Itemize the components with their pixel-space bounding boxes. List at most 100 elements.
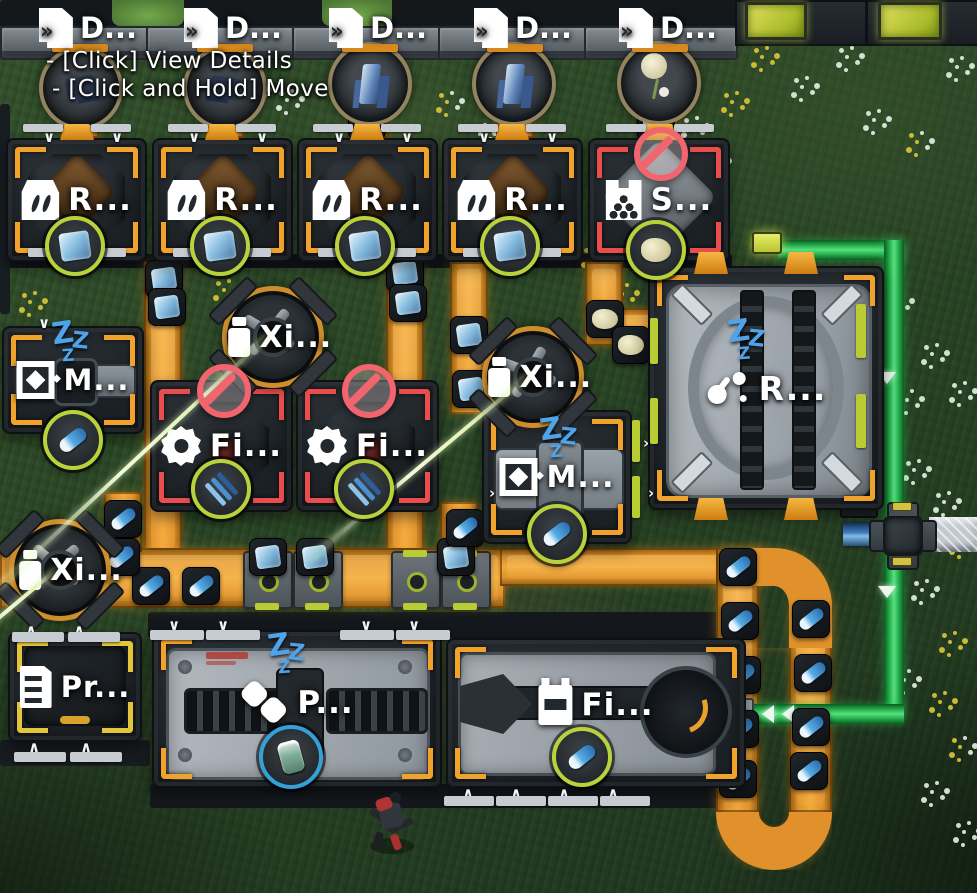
machine-refiner-3[interactable]: R... (297, 138, 438, 262)
machine-label: Fi... (581, 687, 654, 723)
port-slot (856, 304, 866, 358)
port-slot (23, 124, 63, 132)
warning-sticker (206, 652, 248, 659)
pipe-cross-joint[interactable] (869, 502, 937, 570)
port-slot (236, 124, 276, 132)
port-slot (650, 398, 658, 444)
machine-extractor-2[interactable]: Xi... (467, 315, 599, 439)
machine-label: Xi... (259, 319, 333, 355)
machine-fitter-1[interactable]: Fi... (150, 380, 293, 512)
port-slot (197, 44, 253, 52)
drill-header-3: D... (328, 8, 427, 48)
conveyor-item (719, 548, 757, 586)
port-slot (444, 796, 494, 806)
port-slot (381, 124, 421, 132)
printer-icon (19, 666, 52, 708)
molder-icon (499, 458, 538, 496)
conveyor-item (792, 708, 830, 746)
port-slot (342, 44, 398, 52)
furnace-icon (457, 180, 496, 220)
port-slot (340, 630, 394, 640)
ice-ore-item (58, 230, 92, 262)
output-item-badge (190, 216, 250, 276)
prohibited-icon (197, 364, 251, 418)
plant-sample-item (641, 238, 671, 262)
vial-icon (228, 317, 251, 357)
port-slot (856, 394, 866, 448)
drill-header-1: D... (38, 8, 137, 48)
furnace-icon (21, 180, 60, 220)
machine-extractor-1[interactable]: Xi... (207, 275, 339, 399)
blue-capsule-item (565, 742, 599, 772)
drill-header-5: D... (618, 8, 718, 48)
status-strip (60, 716, 90, 724)
belt-funnel (694, 252, 728, 274)
pipe-white[interactable] (929, 517, 977, 552)
conveyor-item (182, 567, 220, 605)
pipe-flow-arrow-icon (762, 705, 774, 723)
machine-label: Pr... (60, 670, 131, 704)
machine-label: R... (758, 368, 827, 408)
output-item-badge (552, 727, 612, 787)
port-slot (650, 318, 658, 364)
belt-splitter[interactable] (391, 550, 441, 610)
port-slot (52, 44, 108, 52)
pipe-green-vertical[interactable] (884, 240, 904, 718)
drill-header-2: D... (183, 8, 282, 48)
belt-funnel (784, 498, 818, 520)
port-slot (526, 124, 566, 132)
belt-funnel (60, 124, 94, 140)
wild-plant-stem (651, 78, 660, 100)
resource-node-blue-crystal[interactable] (472, 42, 556, 126)
document-drill-icon (183, 8, 218, 48)
ice-ore-item (203, 230, 237, 262)
conveyor-item (794, 654, 832, 692)
machine-label: S... (650, 182, 713, 218)
port-slot (496, 796, 546, 806)
machine-extractor-3[interactable]: Xi... (0, 508, 126, 632)
machine-label: Xi... (50, 552, 123, 588)
resource-node-blue-crystal[interactable] (328, 42, 412, 126)
belt-funnel (784, 252, 818, 274)
belt-funnel (495, 124, 529, 140)
machine-refiner-large[interactable]: R... (648, 266, 884, 510)
port-arrow-icon: ∨ (401, 128, 414, 146)
output-item-badge (45, 216, 105, 276)
port-arrow-icon: › (489, 484, 496, 502)
furnace-icon (167, 180, 206, 220)
molder-head (54, 358, 98, 406)
port-slot (548, 796, 598, 806)
resource-node-wild-plant[interactable] (617, 41, 701, 125)
piston-track (740, 290, 764, 490)
machine-press[interactable]: P... (152, 630, 442, 788)
port-arrow-icon: ∨ (111, 128, 124, 146)
port-slot (487, 44, 543, 52)
molecule-icon (706, 367, 750, 409)
document-drill-icon (328, 8, 363, 48)
left-edge-structure (0, 104, 10, 314)
port-arrow-icon: › (648, 484, 655, 502)
port-slot (206, 630, 260, 640)
machine-printer[interactable]: Pr... (8, 632, 142, 742)
joint-cap (892, 557, 912, 566)
port-arrow-icon: ∧ (28, 738, 41, 756)
port-arrow-icon: › (643, 434, 650, 452)
port-slot (70, 752, 122, 762)
machine-ring (688, 296, 844, 480)
port-arrow-icon: ∨ (546, 128, 559, 146)
port-slot (674, 124, 714, 132)
ice-ore-item (493, 230, 527, 262)
machine-label: Xi... (519, 359, 593, 395)
port-slot (168, 124, 208, 132)
document-drill-icon (38, 8, 73, 48)
roller-track (326, 688, 428, 734)
machine-label: D... (659, 11, 718, 45)
machine-label: D... (514, 11, 573, 45)
machine-label: P... (297, 685, 354, 721)
greenhouse-window (745, 2, 807, 40)
filler-icon (538, 678, 573, 725)
greenhouse-window (878, 2, 942, 40)
gear-icon (306, 426, 347, 466)
